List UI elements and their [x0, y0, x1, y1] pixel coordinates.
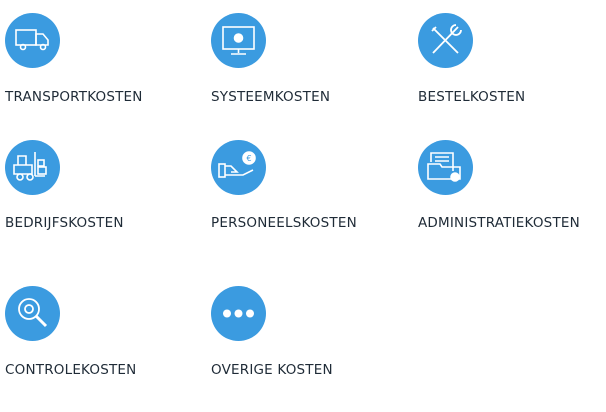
forklift-icon — [5, 140, 60, 195]
hand-euro-icon: € — [211, 140, 266, 195]
wrench-screwdriver-icon — [418, 13, 473, 68]
svg-text:€: € — [246, 154, 251, 163]
category-label: BEDRIJFSKOSTEN — [5, 215, 124, 231]
monitor-gear-icon — [211, 13, 266, 68]
category-label: PERSONEELSKOSTEN — [211, 215, 357, 231]
category-label: CONTROLEKOSTEN — [5, 362, 137, 378]
category-label: ADMINISTRATIEKOSTEN — [418, 215, 580, 231]
category-label: BESTELKOSTEN — [418, 89, 526, 105]
more-dots-icon — [211, 286, 266, 341]
truck-icon — [5, 13, 60, 68]
folder-gear-icon — [418, 140, 473, 195]
category-label: SYSTEEMKOSTEN — [211, 89, 331, 105]
category-label: TRANSPORTKOSTEN — [5, 89, 143, 105]
magnifier-gear-icon — [5, 286, 60, 341]
category-label: OVERIGE KOSTEN — [211, 362, 333, 378]
